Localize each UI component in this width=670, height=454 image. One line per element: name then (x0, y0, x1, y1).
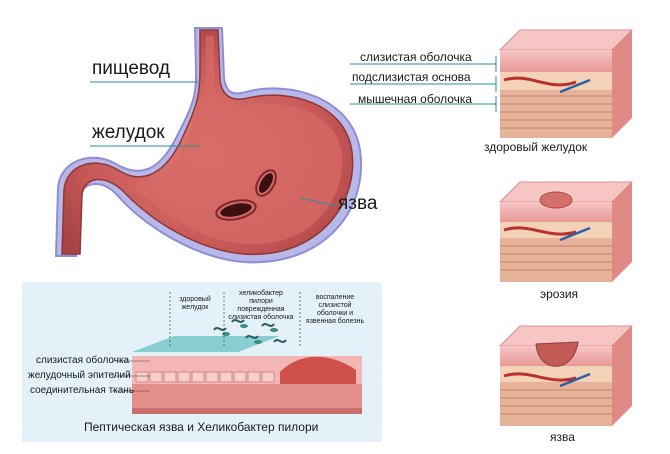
ulcer-mark-small (259, 173, 273, 193)
helicobacter-panel (22, 282, 382, 442)
erosion-tissue-block (498, 181, 634, 282)
healthy-tissue-block (350, 29, 634, 138)
layer-label-muscular: мышечная оболочка (358, 92, 473, 106)
layer-label-mucosa: слизистая оболочка (360, 50, 472, 64)
layer-label-submucosa: подслизистая основа (352, 70, 471, 84)
hp-top-label-healthy: здоровый желудок (179, 296, 211, 311)
hp-side-label-epithelium: желудочный эпителий (28, 370, 131, 381)
label-stomach: желудок (92, 122, 165, 143)
label-esophagus: пищевод (92, 58, 171, 79)
label-ulcer: язва (338, 193, 378, 214)
ulcer-mark (220, 203, 252, 217)
hp-top-label-damaged: хеликобактер пилори поврежденная слизист… (228, 290, 294, 321)
hp-side-label-mucosa: слизистая оболочка (36, 355, 130, 366)
caption-healthy-stomach: здоровый желудок (484, 140, 588, 154)
hp-panel-caption: Пептическая язва и Хеликобактер пилори (84, 420, 319, 434)
caption-erosion: эрозия (540, 287, 579, 301)
ulcer-tissue-block (498, 325, 634, 426)
caption-ulcer: язва (550, 430, 575, 444)
hp-top-label-inflammation: воспаление слизистой оболочки и язвенная… (305, 294, 365, 325)
hp-side-label-connective: соединительная ткань (30, 385, 135, 396)
